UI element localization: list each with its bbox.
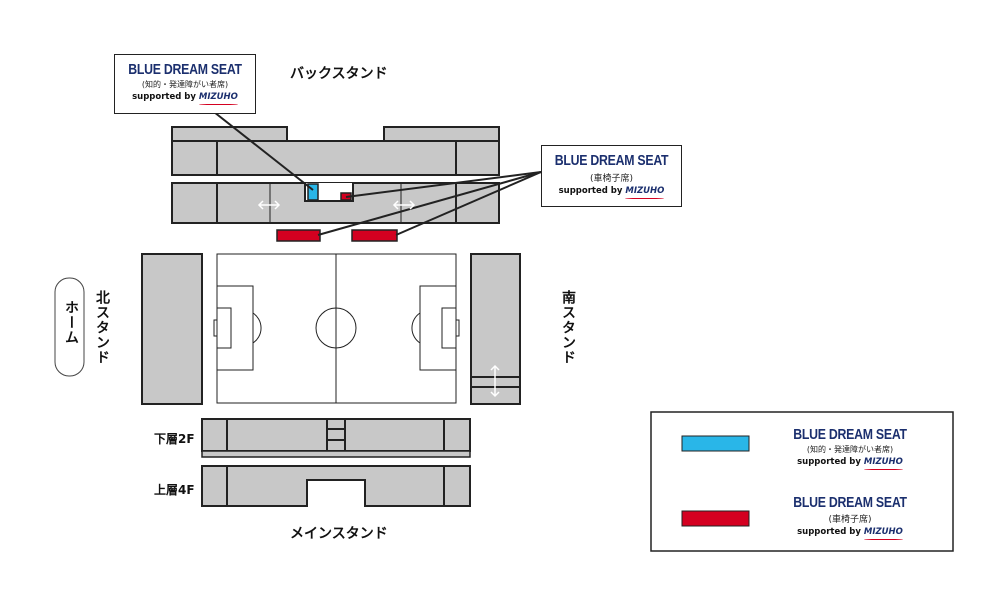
pitch xyxy=(213,253,460,404)
callout-sponsor: supported by MIZUHO xyxy=(542,186,681,196)
main-stand-upper xyxy=(201,465,471,507)
callout-subtitle: (知的・発達障がい者席) xyxy=(141,80,229,89)
back-stand-upper-left xyxy=(171,126,288,142)
home-badge xyxy=(54,277,85,377)
back-stand-upper-right xyxy=(383,126,500,142)
north-stand xyxy=(141,253,203,405)
double-arrow-horizontal-icon xyxy=(392,200,416,210)
supported-by-text: supported by xyxy=(132,92,196,102)
legend-title: BLUE DREAM SEAT xyxy=(793,494,907,511)
supported-by-text: supported by xyxy=(797,457,861,467)
supported-by-text: supported by xyxy=(558,186,623,196)
legend-item-red: BLUE DREAM SEAT (車椅子席) supported by MIZU… xyxy=(780,494,920,537)
mizuho-logo: MIZUHO xyxy=(198,92,238,102)
legend-sponsor: supported by MIZUHO xyxy=(780,527,920,537)
red-seat-marker-right xyxy=(351,229,398,242)
legend-title: BLUE DREAM SEAT xyxy=(793,426,907,443)
callout-subtitle: (車椅子席) xyxy=(589,174,634,184)
main-stand-lower xyxy=(201,418,471,452)
legend-sponsor: supported by MIZUHO xyxy=(780,457,920,467)
south-stand-label: 南スタンド xyxy=(560,290,576,365)
callout-wheelchair-seat: BLUE DREAM SEAT (車椅子席) supported by MIZU… xyxy=(541,145,682,207)
double-arrow-vertical-icon xyxy=(490,364,500,398)
legend-red-swatch xyxy=(681,510,750,527)
callout-title: BLUE DREAM SEAT xyxy=(554,152,669,169)
back-stand-label: バックスタンド xyxy=(290,66,388,82)
back-stand-upper xyxy=(171,140,500,176)
callout-intellectual-seat: BLUE DREAM SEAT (知的・発達障がい者席) supported b… xyxy=(114,54,256,114)
callout-title: BLUE DREAM SEAT xyxy=(128,61,242,78)
mizuho-logo: MIZUHO xyxy=(863,527,903,537)
mizuho-logo: MIZUHO xyxy=(625,186,665,196)
home-label: ホーム xyxy=(63,300,79,345)
main-stand-label: メインスタンド xyxy=(290,526,388,542)
mizuho-logo: MIZUHO xyxy=(863,457,903,467)
supported-by-text: supported by xyxy=(797,527,861,537)
double-arrow-horizontal-icon xyxy=(257,200,281,210)
legend-blue-swatch xyxy=(681,435,750,452)
red-seat-marker-left xyxy=(276,229,321,242)
legend-subtitle: (知的・発達障がい者席) xyxy=(806,445,894,454)
legend-item-blue: BLUE DREAM SEAT (知的・発達障がい者席) supported b… xyxy=(780,426,920,467)
lower-floor-label: 下層2F xyxy=(154,432,195,446)
callout-sponsor: supported by MIZUHO xyxy=(115,92,255,102)
legend-subtitle: (車椅子席) xyxy=(828,515,872,525)
upper-floor-label: 上層4F xyxy=(154,483,195,497)
north-stand-label: 北スタンド xyxy=(94,290,110,365)
blue-seat-marker xyxy=(307,183,319,201)
